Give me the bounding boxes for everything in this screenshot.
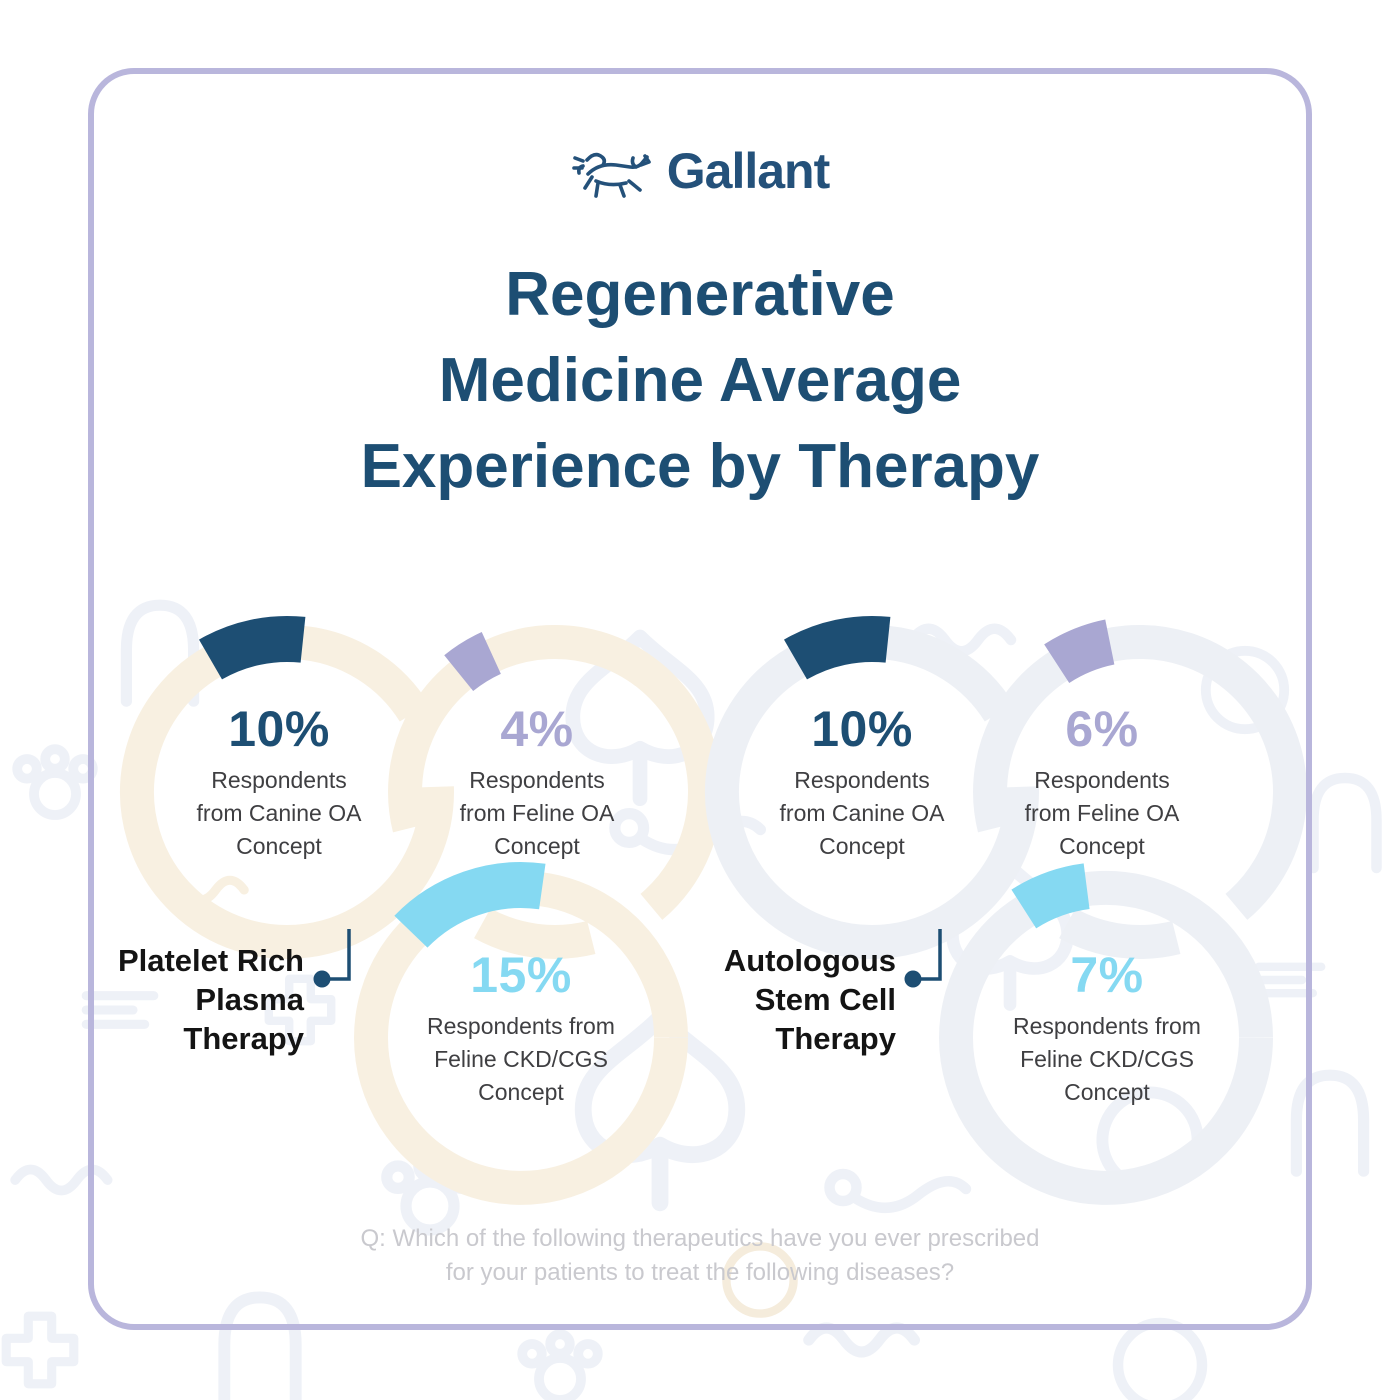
highlight-percwith-arc xyxy=(1011,863,1091,929)
base-ring-arc xyxy=(388,624,723,920)
stat-value: 10% xyxy=(228,701,330,757)
stat-value: 6% xyxy=(1065,701,1139,757)
base-ring-arc xyxy=(354,870,688,1205)
stat-desc: Respondents from Feline CKD/CGS Concept xyxy=(1013,1013,1201,1105)
stat-canine-oa-asc: 10% Respondents from Canine OA Concept xyxy=(717,700,1007,863)
base-ring-arc xyxy=(973,624,1308,920)
stat-feline-oa-prp: 4% Respondents from Feline OA Concept xyxy=(392,700,682,863)
highlight-percwith-arc xyxy=(394,862,546,949)
label-autologous-stem-cell-therapy: Autologous Stem Cell Therapy xyxy=(723,943,896,1056)
highlight-percwith-arc xyxy=(444,631,502,692)
highlight-percwith-arc xyxy=(1044,619,1116,684)
stat-feline-oa-asc: 6% Respondents from Feline OA Concept xyxy=(957,700,1247,863)
stat-value: 7% xyxy=(1070,947,1144,1003)
stat-desc: Respondents from Canine OA Concept xyxy=(196,767,362,859)
stat-canine-oa-prp: 10% Respondents from Canine OA Concept xyxy=(134,700,424,863)
title-line: Regenerative xyxy=(505,260,895,329)
stat-value: 4% xyxy=(500,701,574,757)
title-line: Experience by Therapy xyxy=(360,432,1040,501)
stat-value: 15% xyxy=(470,947,572,1003)
callout-connector-line xyxy=(913,929,942,981)
brand-logo: Gallant xyxy=(0,138,1400,204)
base-ring-arc xyxy=(1059,908,1181,959)
base-ring-arc xyxy=(939,870,1273,1205)
callout-connector-line xyxy=(322,929,351,981)
highlight-percwith-arc xyxy=(198,616,306,680)
base-ring-arc xyxy=(474,908,596,959)
stat-feline-ckd-asc: 7% Respondents from Feline CKD/CGS Conce… xyxy=(962,946,1252,1109)
callout-dot xyxy=(313,970,331,988)
donut-rings-layer xyxy=(120,616,1308,1205)
survey-question: Q: Which of the following therapeutics h… xyxy=(360,1225,1040,1286)
stat-desc: Respondents from Feline CKD/CGS Concept xyxy=(427,1013,615,1105)
stat-desc: Respondents from Canine OA Concept xyxy=(779,767,945,859)
highlight-percwith-arc xyxy=(783,616,891,680)
callout-dot xyxy=(904,970,922,988)
title-line: Medicine Average xyxy=(438,346,962,415)
brand-name: Gallant xyxy=(666,143,830,199)
label-platelet-rich-plasma-therapy: Platelet Rich Plasma Therapy xyxy=(117,943,304,1056)
stat-desc: Respondents from Feline OA Concept xyxy=(459,767,615,859)
stat-value: 10% xyxy=(811,701,913,757)
page-title: Regenerative Medicine Average Experience… xyxy=(0,252,1400,510)
dog-logo-icon xyxy=(571,152,651,198)
stat-feline-ckd-prp: 15% Respondents from Feline CKD/CGS Conc… xyxy=(376,946,666,1109)
stat-desc: Respondents from Feline OA Concept xyxy=(1024,767,1180,859)
